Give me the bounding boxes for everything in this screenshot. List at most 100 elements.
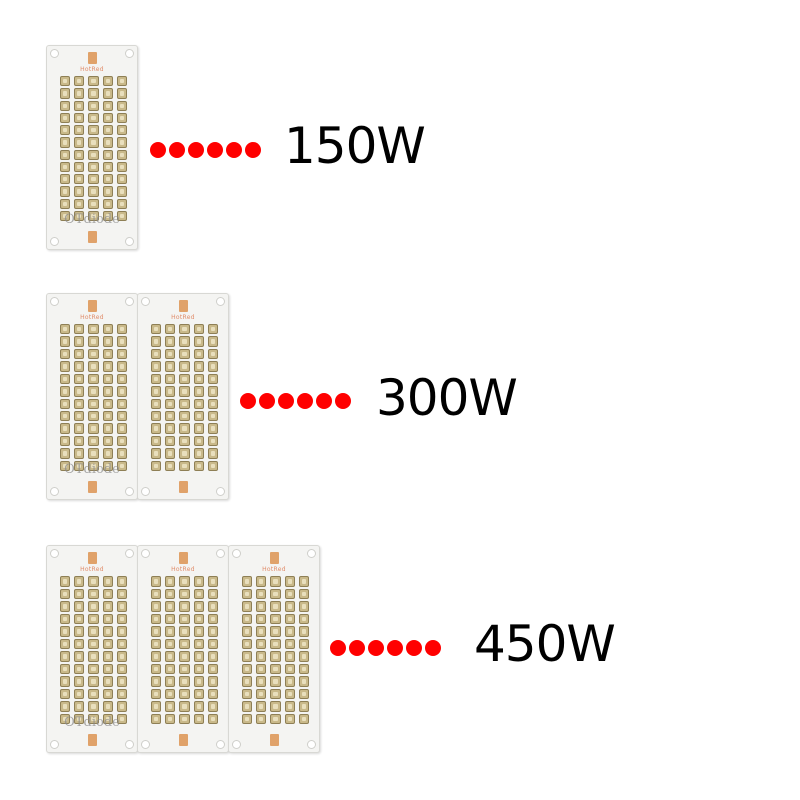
led-chip [270, 713, 281, 724]
led-chip [74, 410, 85, 422]
led-chip [193, 410, 204, 422]
led-chip [179, 448, 190, 459]
led-chip [284, 638, 295, 649]
solder-pad [88, 552, 97, 564]
red-dot [169, 142, 185, 158]
led-chip [256, 651, 267, 662]
led-chip [88, 210, 99, 221]
led-chip [151, 448, 162, 459]
mounting-hole [50, 549, 59, 558]
led-chip [60, 373, 71, 385]
solder-pad [88, 481, 97, 493]
led-chip [74, 324, 85, 335]
led-chip [284, 576, 295, 587]
mounting-hole [125, 237, 134, 246]
led-chip [74, 210, 85, 221]
led-chip [179, 348, 190, 360]
led-chip [179, 613, 190, 624]
led-chip [88, 435, 99, 447]
led-chip [165, 460, 176, 471]
led-chip [116, 626, 127, 637]
led-chip-grid [151, 324, 218, 471]
led-chip [74, 460, 85, 471]
led-chip [60, 76, 71, 87]
led-chip-grid [60, 576, 127, 724]
led-chip [116, 701, 127, 712]
led-chip [179, 638, 190, 649]
led-chip [74, 149, 85, 160]
led-chip [116, 651, 127, 662]
led-chip [88, 626, 99, 637]
led-chip [60, 613, 71, 624]
led-chip [242, 613, 253, 624]
led-chip [74, 448, 85, 459]
led-chip [60, 348, 71, 360]
led-chip [74, 125, 85, 136]
led-chip [256, 713, 267, 724]
led-chip [179, 576, 190, 587]
mounting-hole [307, 740, 316, 749]
led-chip [116, 613, 127, 624]
led-chip [256, 688, 267, 699]
led-chip [60, 149, 71, 160]
led-chip [165, 373, 176, 385]
led-chip [193, 361, 204, 372]
led-chip [242, 713, 253, 724]
mounting-hole [125, 549, 134, 558]
led-chip [88, 460, 99, 471]
led-chip [298, 613, 309, 624]
power-label: 300W [376, 369, 518, 427]
led-chip [116, 348, 127, 360]
led-chip [88, 588, 99, 599]
led-chip [179, 626, 190, 637]
led-chip [193, 576, 204, 587]
led-chip [116, 676, 127, 687]
led-chip [88, 713, 99, 724]
led-chip [151, 676, 162, 687]
led-chip [102, 161, 113, 172]
led-chip [270, 588, 281, 599]
led-chip [74, 423, 85, 434]
led-chip [88, 663, 99, 674]
mounting-hole [216, 487, 225, 496]
led-chip [207, 626, 218, 637]
led-chip [116, 588, 127, 599]
led-chip [270, 626, 281, 637]
led-chip [151, 638, 162, 649]
led-chip [207, 336, 218, 347]
led-chip [193, 663, 204, 674]
led-chip [193, 588, 204, 599]
led-chip [74, 348, 85, 360]
board-brand-text: HotRed [171, 566, 195, 573]
led-chip [151, 386, 162, 397]
led-chip [270, 601, 281, 612]
led-chip [88, 361, 99, 372]
led-chip [151, 398, 162, 409]
led-chip [102, 348, 113, 360]
led-chip [102, 701, 113, 712]
led-chip [60, 186, 71, 197]
led-chip [298, 576, 309, 587]
led-chip [116, 373, 127, 385]
led-chip [193, 613, 204, 624]
led-chip [207, 460, 218, 471]
led-chip [74, 435, 85, 447]
led-chip [242, 576, 253, 587]
led-chip [60, 663, 71, 674]
led-chip [60, 386, 71, 397]
led-chip [151, 348, 162, 360]
led-chip [207, 435, 218, 447]
led-chip [74, 373, 85, 385]
led-pcb-board: HotRed [137, 293, 229, 500]
led-chip [193, 448, 204, 459]
led-chip [88, 348, 99, 360]
led-chip [102, 460, 113, 471]
mounting-hole [216, 297, 225, 306]
led-chip [60, 576, 71, 587]
led-chip [165, 336, 176, 347]
led-chip [207, 638, 218, 649]
led-chip [165, 348, 176, 360]
solder-pad [179, 481, 188, 493]
led-chip [270, 651, 281, 662]
led-chip [60, 701, 71, 712]
